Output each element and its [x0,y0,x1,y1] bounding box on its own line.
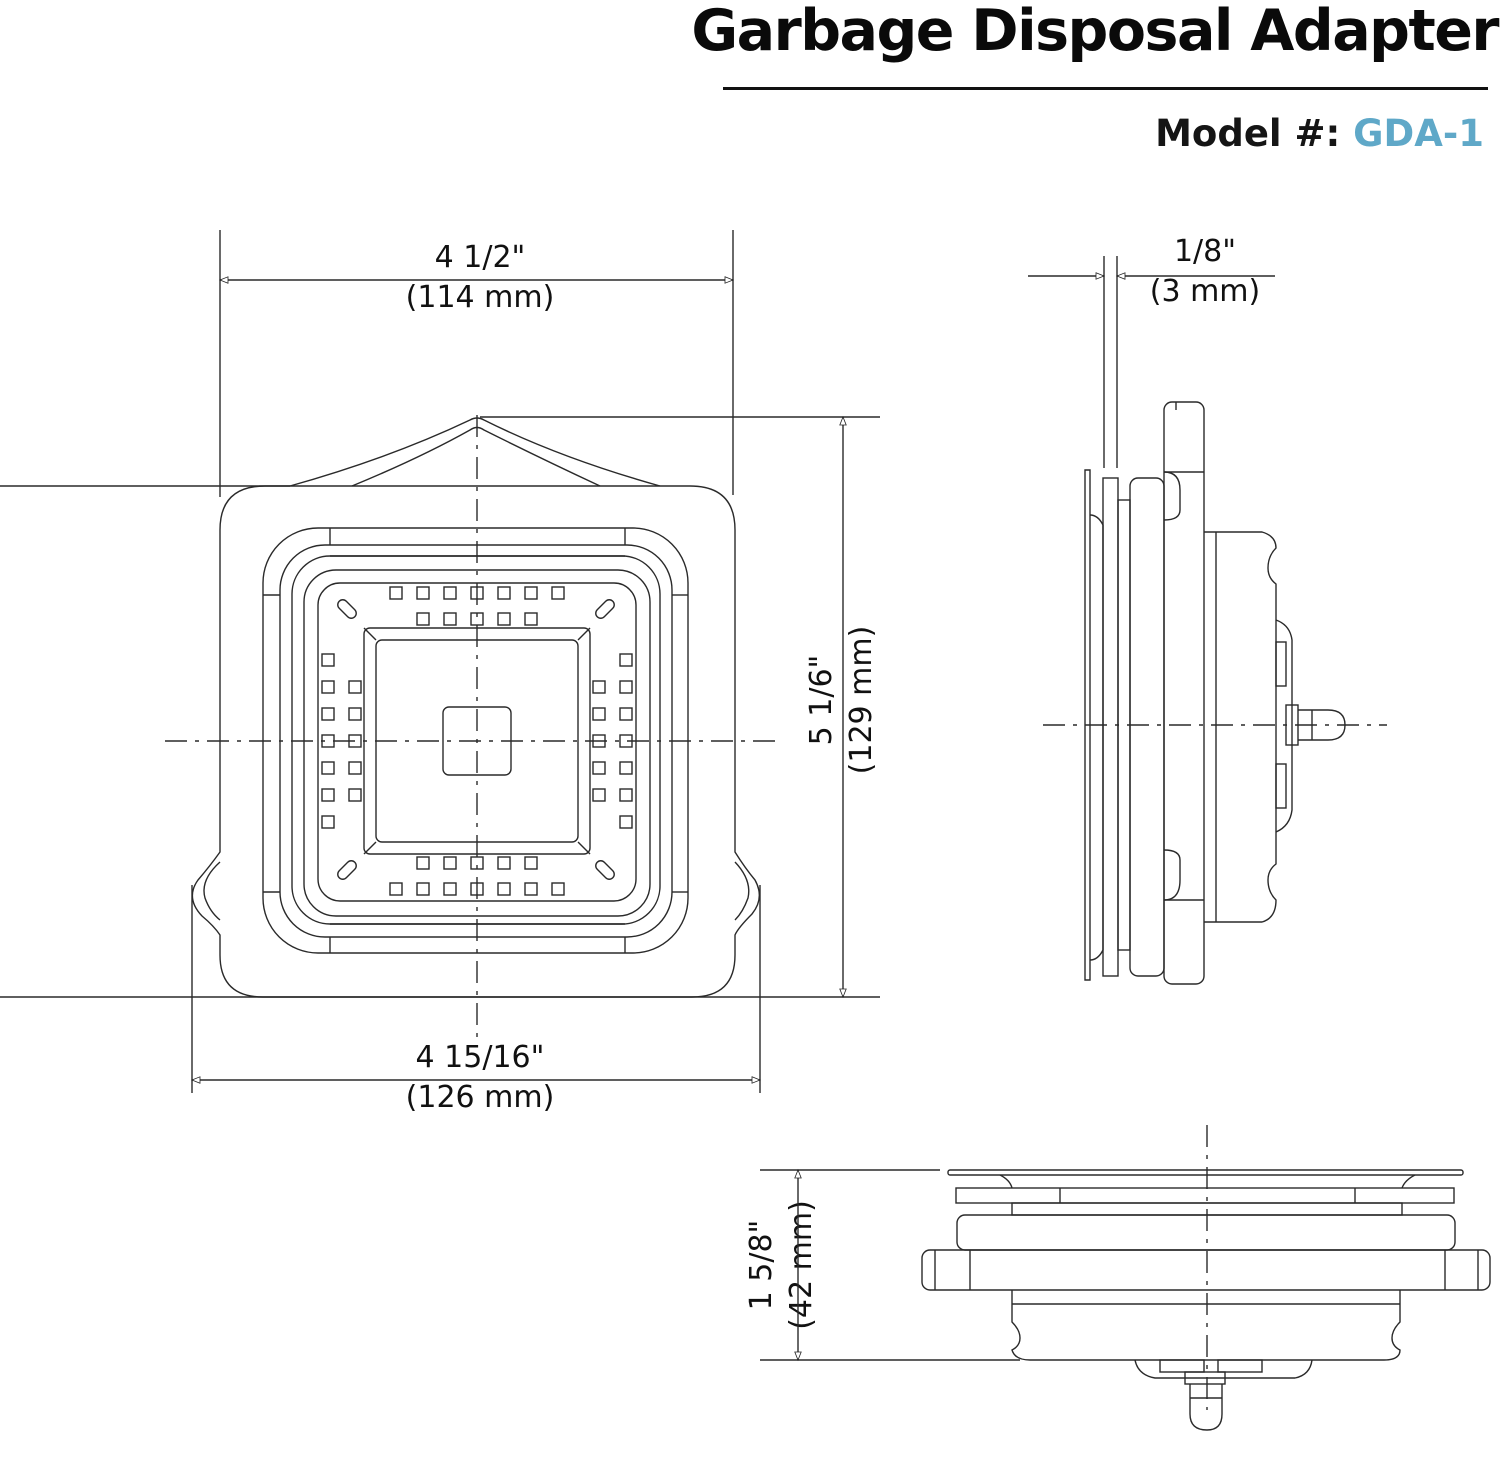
drain-slot [497,882,511,896]
drain-slot [416,612,430,626]
drain-slot [443,856,457,870]
dim-thickness-metric: (3 mm) [1149,274,1261,309]
drain-slot [443,612,457,626]
dim-top-width-imperial: 4 1/2" [434,240,526,275]
dim-bottom-width-imperial: 4 15/16" [415,1040,545,1075]
drain-slot [619,653,633,667]
drain-slot [497,612,511,626]
drain-slot [497,856,511,870]
drain-slot [348,788,362,802]
drain-slot [524,612,538,626]
model-label: Model #: [1155,112,1341,155]
drain-slot [592,707,606,721]
drain-slot [592,680,606,694]
drain-slot [592,788,606,802]
drain-slot [321,788,335,802]
drain-slot [348,707,362,721]
dim-bottom-width-metric: (126 mm) [405,1080,555,1115]
drain-slot [321,707,335,721]
title-rule [723,87,1488,90]
model-number: Model #: GDA-1 [1155,112,1484,155]
drain-slot [497,586,511,600]
drain-slot [443,882,457,896]
drain-slot [416,856,430,870]
model-value: GDA-1 [1353,112,1484,155]
drain-slot [551,882,565,896]
drain-slot [619,761,633,775]
dim-thickness-imperial: 1/8" [1173,234,1237,269]
side-view [1028,256,1387,985]
drain-slot [321,761,335,775]
drain-slot [592,761,606,775]
drain-slot [619,707,633,721]
drain-slot [619,788,633,802]
page-title: Garbage Disposal Adapter [691,0,1499,64]
drain-slot [389,586,403,600]
drain-slot [321,680,335,694]
drain-slot [321,653,335,667]
front-view [0,230,880,1093]
drain-slot [524,586,538,600]
drain-slot [619,815,633,829]
drain-slot [321,815,335,829]
drain-slot [416,882,430,896]
drain-slot [551,586,565,600]
dim-top-width-metric: (114 mm) [405,280,555,315]
drain-slot [619,680,633,694]
dim-top-width: 4 1/2" (114 mm) [380,238,580,318]
dim-thickness: 1/8" (3 mm) [1135,232,1275,312]
drain-slot [524,882,538,896]
drain-slot [348,761,362,775]
drain-slot [524,856,538,870]
elevation-view [760,1125,1491,1431]
drain-slot [348,680,362,694]
drain-slot [416,586,430,600]
drain-slot [443,586,457,600]
drain-slots [321,586,633,896]
dim-bottom-width: 4 15/16" (126 mm) [370,1038,590,1118]
drain-slot [389,882,403,896]
